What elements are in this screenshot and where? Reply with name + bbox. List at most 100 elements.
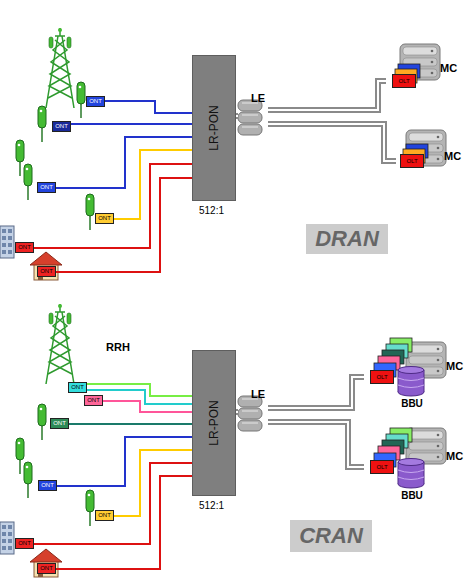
node-label: ONT — [38, 564, 55, 573]
connector — [103, 401, 192, 412]
connector-line — [236, 113, 238, 119]
connector — [34, 164, 192, 248]
connector-line — [71, 123, 192, 125]
server-node: MC OLT — [386, 40, 462, 96]
bbu-part — [398, 370, 399, 392]
connector — [114, 150, 192, 219]
connector-line — [268, 422, 364, 467]
node-label: LR-PON — [207, 400, 221, 445]
bbu-cylinder: BBU — [396, 458, 428, 504]
architecture-tag: DRAN — [306, 224, 388, 254]
node-label: LE — [251, 388, 265, 400]
ont-box: ONT — [95, 213, 114, 224]
node-label: MC — [446, 450, 463, 462]
node-label: MC — [446, 360, 463, 372]
connector-line — [268, 377, 364, 408]
ont-box: ONT — [37, 182, 56, 193]
connector-line — [236, 411, 238, 413]
text-label: RRH — [106, 341, 130, 353]
house-icon — [30, 549, 62, 577]
bbu-part — [398, 462, 399, 484]
splitter-box: LR-PON — [192, 350, 236, 496]
node-label: DRAN — [315, 226, 379, 252]
connector — [236, 116, 238, 117]
ont-box: ONT — [15, 538, 34, 549]
connector — [57, 437, 192, 486]
connector-line — [268, 377, 364, 408]
node-label: ONT — [38, 183, 55, 192]
antenna — [16, 438, 24, 474]
connector-line — [114, 450, 192, 516]
ont-box: ONT — [15, 242, 34, 253]
node-label: ONT — [87, 97, 104, 106]
node-label: LR-PON — [207, 105, 221, 150]
connector-line — [56, 476, 192, 569]
olt-box: OLT — [392, 74, 416, 88]
node-label: ONT — [96, 511, 113, 520]
connector-line — [114, 150, 192, 219]
node-label: ONT — [51, 419, 68, 428]
ont-box: ONT — [50, 418, 69, 429]
architecture-tag: CRAN — [290, 520, 372, 552]
bbu-cylinder: BBU — [396, 366, 428, 412]
node-label: ONT — [39, 481, 56, 490]
ont-box: ONT — [38, 480, 57, 491]
node-label: ONT — [96, 214, 113, 223]
connector-line — [56, 137, 192, 188]
antenna — [77, 82, 85, 118]
node-label: LE — [251, 92, 265, 104]
olt-box: OLT — [370, 460, 394, 474]
connector — [56, 137, 192, 188]
connector — [71, 124, 192, 125]
switch-node: LE — [238, 88, 268, 138]
olt-box: OLT — [400, 154, 424, 168]
connector-line — [268, 81, 386, 110]
node-label: ONT — [16, 243, 33, 252]
bbu-part — [398, 459, 424, 466]
connector — [69, 424, 192, 425]
connector-line — [105, 101, 192, 113]
bbu-shape — [396, 458, 426, 489]
ont-box: ONT — [84, 395, 103, 406]
server-node: MC OLT — [396, 126, 466, 178]
antenna — [38, 106, 46, 142]
ont-box: ONT — [37, 563, 56, 574]
server-node: MC OLT BBU — [364, 420, 466, 506]
node-label: ONT — [38, 267, 55, 276]
ont-box: ONT — [68, 382, 87, 393]
node-label: OLT — [393, 75, 415, 87]
antenna — [24, 164, 32, 200]
connector-line — [56, 178, 192, 272]
node-label: ONT — [16, 539, 33, 548]
node-label: MC — [440, 62, 457, 74]
bbu-part — [398, 477, 424, 480]
bbu-part — [398, 378, 424, 381]
building-icon — [0, 522, 14, 554]
node-label: CRAN — [299, 523, 363, 549]
connector-line — [103, 401, 192, 412]
connector — [114, 450, 192, 516]
bbu-shape — [396, 366, 426, 397]
connector — [268, 124, 396, 161]
node-label: OLT — [401, 155, 423, 167]
node-label: MC — [444, 150, 461, 162]
bbu-part — [424, 370, 425, 392]
connector — [268, 377, 364, 408]
cell-tower — [46, 304, 74, 384]
connector-line — [34, 164, 192, 248]
node-label: ONT — [69, 383, 86, 392]
connector-line — [268, 81, 386, 110]
connector-line — [236, 409, 238, 415]
connector — [56, 476, 192, 569]
ont-box: ONT — [52, 121, 71, 132]
bbu-part — [398, 367, 424, 374]
connector — [105, 101, 192, 113]
bbu-part — [424, 462, 425, 484]
olt-box: OLT — [370, 370, 394, 384]
node-label: BBU — [396, 490, 428, 501]
switch-icon — [238, 396, 262, 431]
connector-line — [268, 124, 396, 161]
connector-line — [268, 124, 396, 161]
text-label: 512:1 — [199, 205, 224, 216]
